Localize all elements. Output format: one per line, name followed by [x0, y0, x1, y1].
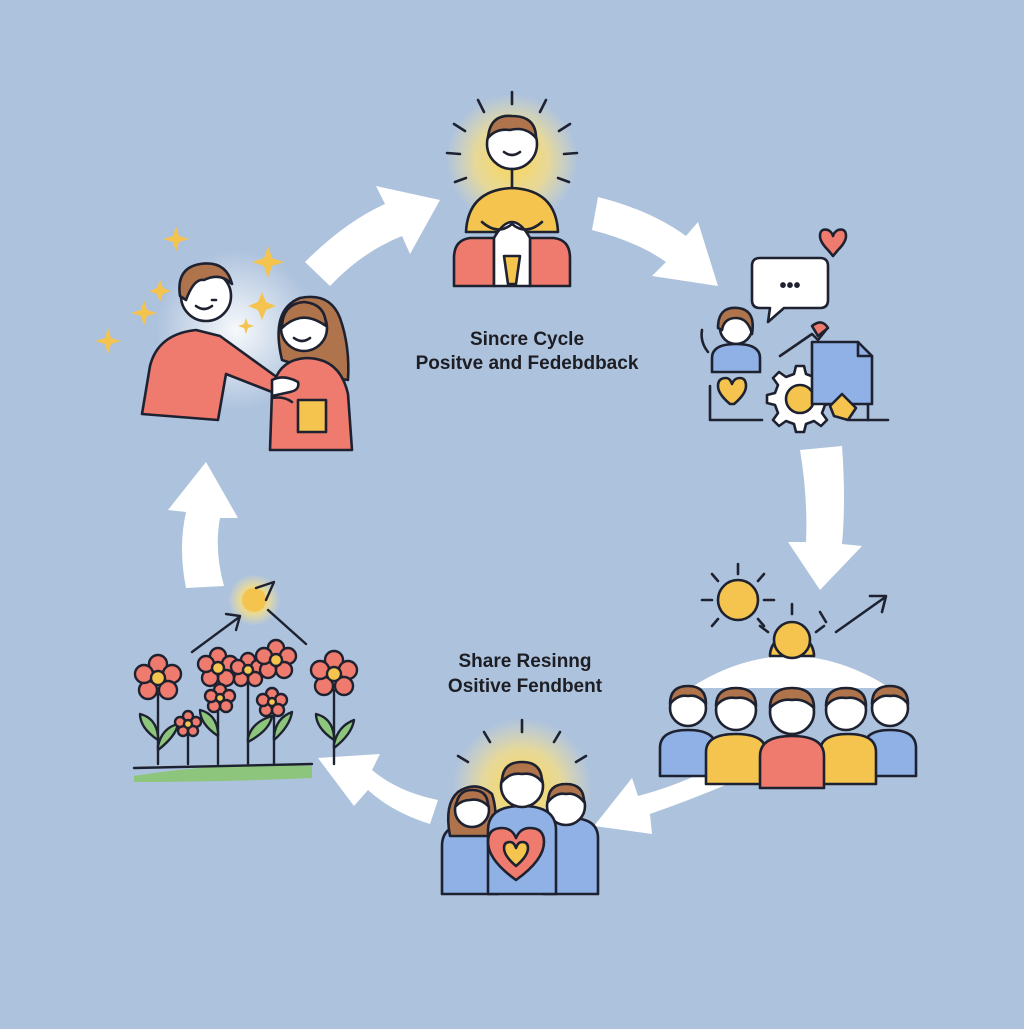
sunlit-team [658, 562, 918, 790]
speech-bubble-text: ••• [779, 275, 800, 297]
arrow-team-to-family [594, 768, 728, 834]
growing-flowers [132, 574, 359, 782]
flower-4 [254, 638, 298, 680]
arrow-couple-to-meditator [305, 186, 440, 286]
arrow-feedback-to-team [788, 446, 862, 590]
sun-icon [700, 562, 776, 628]
team-member-1 [658, 684, 718, 778]
cycle-subtitle: Share Resinng Ositive Fendbent [390, 649, 660, 699]
flower-7 [255, 686, 289, 718]
flower-3 [229, 651, 267, 688]
supportive-couple [95, 226, 354, 452]
flower-5 [309, 649, 359, 697]
flower-1 [133, 653, 183, 701]
document-icon [810, 340, 874, 406]
cycle-title-line-1: Sincre Cycle [469, 329, 585, 350]
arrow-flowers-to-couple [168, 462, 238, 588]
feedback-exchange: ••• [700, 228, 890, 434]
arrow-meditator-to-feedback [592, 197, 718, 286]
team-member-2 [704, 686, 768, 786]
cycle-title: Sincre Cycle Positve and Fedebdback [362, 328, 692, 376]
cycle-title-line-2: Positve and Fedebdback [415, 353, 639, 374]
cycle-subtitle-line-2: Ositive Fendbent [447, 676, 603, 697]
calm-meditating-person [445, 90, 579, 288]
flower-6 [173, 709, 203, 738]
arrow-family-to-flowers [318, 754, 438, 824]
cycle-subtitle-line-1: Share Resinng [458, 651, 592, 672]
family-heart [440, 718, 600, 896]
heart-icon [818, 228, 848, 258]
cycle-arrows [168, 186, 862, 834]
flower-8 [203, 682, 237, 714]
sparkle-icons [95, 226, 284, 354]
team-member-3 [758, 686, 826, 790]
sun-rays [445, 90, 579, 184]
small-heart-icon [716, 376, 748, 406]
speech-bubble-icon [750, 256, 830, 324]
